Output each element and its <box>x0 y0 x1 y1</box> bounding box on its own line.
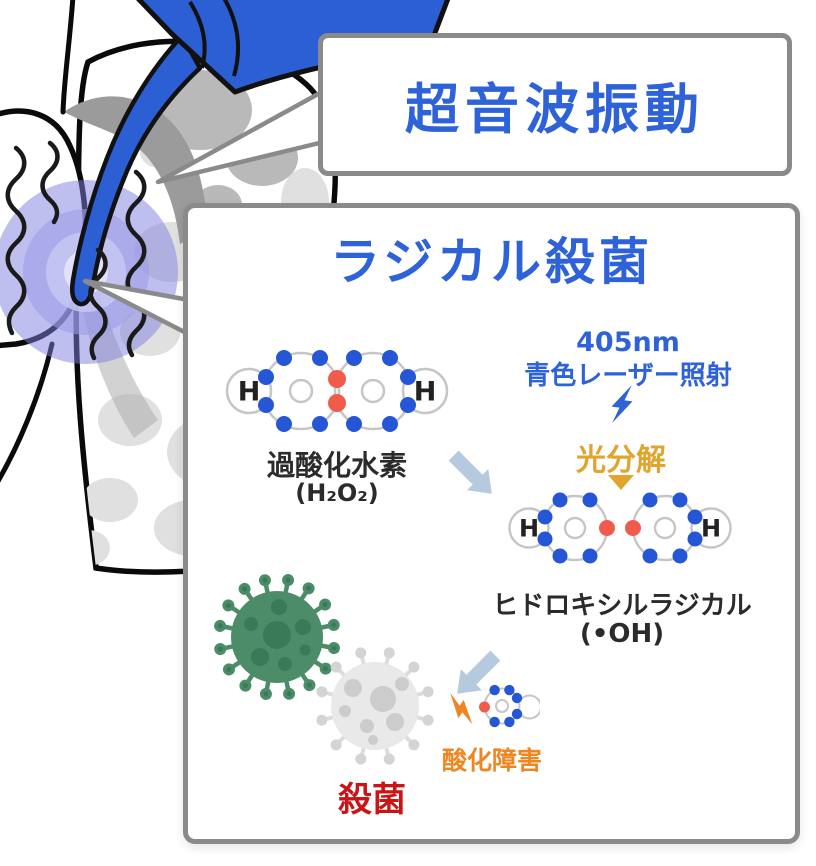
h-atom-label: H <box>701 515 721 543</box>
arrow-down-right-icon <box>448 450 492 494</box>
laser-wavelength: 405nm <box>576 327 680 358</box>
photolysis-label: 光分解 <box>576 443 666 478</box>
h2o2-formula: (H₂O₂) <box>295 479 379 507</box>
bacteria-dead-icon <box>313 644 437 768</box>
h2o2-name: 過酸化水素 <box>266 449 407 482</box>
panel-title: ラジカル殺菌 <box>330 233 653 291</box>
down-triangle-icon <box>608 475 634 490</box>
electron-dots <box>489 684 523 728</box>
radical-name: ヒドロキシルラジカル <box>492 591 752 621</box>
oh-radical-small-icon <box>479 684 540 728</box>
h-atom-label: H <box>238 377 261 408</box>
unpaired-electron-dot <box>479 701 490 713</box>
hydroxyl-radical-molecule-icon: H H <box>508 492 732 564</box>
h-atom-label: H <box>519 515 539 543</box>
unpaired-electron-dots <box>599 520 641 536</box>
oxidative-damage-label: 酸化障害 <box>441 746 542 775</box>
bonding-electron-dots <box>328 370 346 412</box>
gum-pocket <box>64 96 207 244</box>
laser-label: 青色レーザー照射 <box>524 361 732 391</box>
bacteria-green-icon <box>202 562 352 712</box>
arrow-down-left-icon <box>457 650 501 694</box>
h2o2-molecule-icon: H H <box>225 350 449 432</box>
blue-laser-bolt-icon <box>611 385 633 423</box>
radical-panel: ラジカル殺菌 H H 過酸化水素 (H₂O₂) <box>183 203 800 844</box>
radical-formula: (•OH) <box>579 619 665 649</box>
oxidation-bolt-icon <box>450 692 473 725</box>
electron-dots <box>258 350 416 432</box>
vibration-wave-icon <box>5 140 147 361</box>
sterilization-label: 殺菌 <box>338 780 406 820</box>
h-atom-label: H <box>414 377 437 408</box>
electron-dots <box>537 492 703 564</box>
ultrasonic-label: 超音波振動 <box>405 78 705 141</box>
ultrasonic-callout: 超音波振動 <box>318 33 792 176</box>
